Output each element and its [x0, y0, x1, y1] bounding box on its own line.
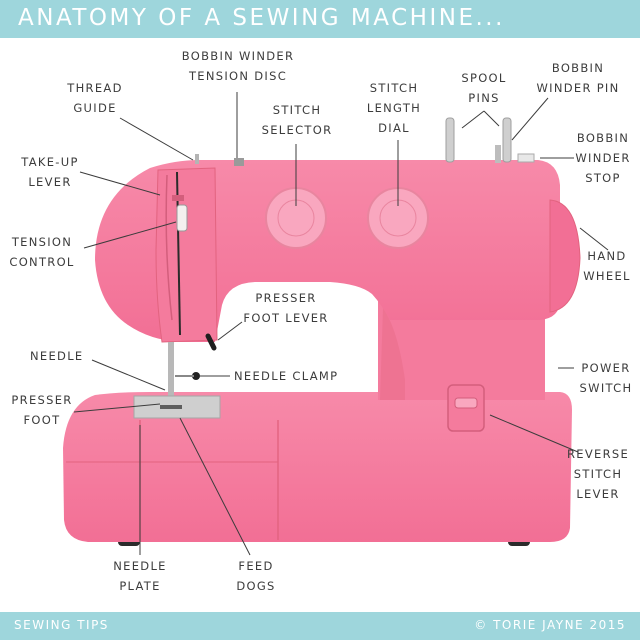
label-bobbin-winder-pin: BOBBIN WINDER PIN — [536, 61, 620, 95]
footer-copyright: © TORIE JAYNE 2015 — [474, 618, 626, 632]
machine-base — [63, 392, 572, 542]
label-reverse-stitch-lever: REVERSE STITCH LEVER — [566, 447, 630, 501]
sewing-machine-illustration — [63, 117, 581, 546]
label-thread-guide: THREAD GUIDE — [67, 81, 123, 115]
label-spool-pins: SPOOL PINS — [461, 71, 507, 105]
leader-reverse-stitch-lever — [489, 414, 579, 453]
bobbin-winder-tension-disc-shape — [234, 158, 244, 166]
label-needle-clamp: NEEDLE CLAMP — [234, 369, 339, 383]
needle-head — [155, 167, 218, 343]
take-up-lever — [172, 195, 184, 201]
label-tension-control: TENSION CONTROL — [9, 235, 75, 269]
footer-banner: SEWING TIPS © TORIE JAYNE 2015 — [0, 612, 640, 640]
leader-presser-foot-lever — [217, 321, 243, 341]
leader-spool-pins-a — [461, 110, 485, 129]
tension-dial — [176, 204, 188, 232]
thread-guide-shape — [195, 154, 199, 164]
hand-wheel-shape — [549, 199, 581, 313]
label-bobbin-winder-stop: BOBBIN WINDER STOP — [575, 131, 631, 185]
label-presser-foot-lever: PRESSER FOOT LEVER — [243, 291, 329, 325]
footer-series-label: SEWING TIPS — [14, 618, 109, 632]
reverse-lever-shape — [454, 397, 478, 409]
label-bobbin-winder-tension-disc: BOBBIN WINDER TENSION DISC — [181, 49, 295, 83]
label-feed-dogs: FEED DOGS — [236, 559, 276, 593]
needle-bar — [168, 342, 174, 400]
label-needle-plate: NEEDLE PLATE — [113, 559, 167, 593]
leader-bobbin-winder-pin — [511, 97, 549, 141]
leader-hand-wheel — [579, 227, 609, 251]
label-take-up-lever: TAKE-UP LEVER — [21, 155, 79, 189]
bobbin-winder-pin-shape — [495, 145, 501, 163]
leader-lines — [73, 92, 609, 556]
spool-pin — [445, 117, 455, 163]
leader-spool-pins-b — [483, 110, 500, 127]
label-stitch-length-dial: STITCH LENGTH DIAL — [366, 81, 422, 135]
leader-take-up-lever — [79, 171, 161, 196]
spool-pin — [502, 117, 512, 163]
label-power-switch: POWER SWITCH — [579, 361, 633, 395]
title-banner: ANATOMY OF A SEWING MACHINE... — [0, 0, 640, 38]
leader-needle — [91, 359, 166, 391]
label-presser-foot: PRESSER FOOT — [11, 393, 73, 427]
label-hand-wheel: HAND WHEEL — [583, 249, 631, 283]
bobbin-winder-stop-shape — [517, 153, 535, 163]
label-needle: NEEDLE — [30, 349, 84, 363]
leader-presser-foot — [73, 403, 161, 413]
leader-thread-guide — [119, 117, 194, 161]
leader-tension-control — [83, 221, 177, 249]
leader-feed-dogs — [179, 417, 251, 556]
page-title: ANATOMY OF A SEWING MACHINE... — [18, 5, 505, 31]
needle-clamp-screw — [192, 372, 200, 380]
label-stitch-selector: STITCH SELECTOR — [261, 103, 333, 137]
